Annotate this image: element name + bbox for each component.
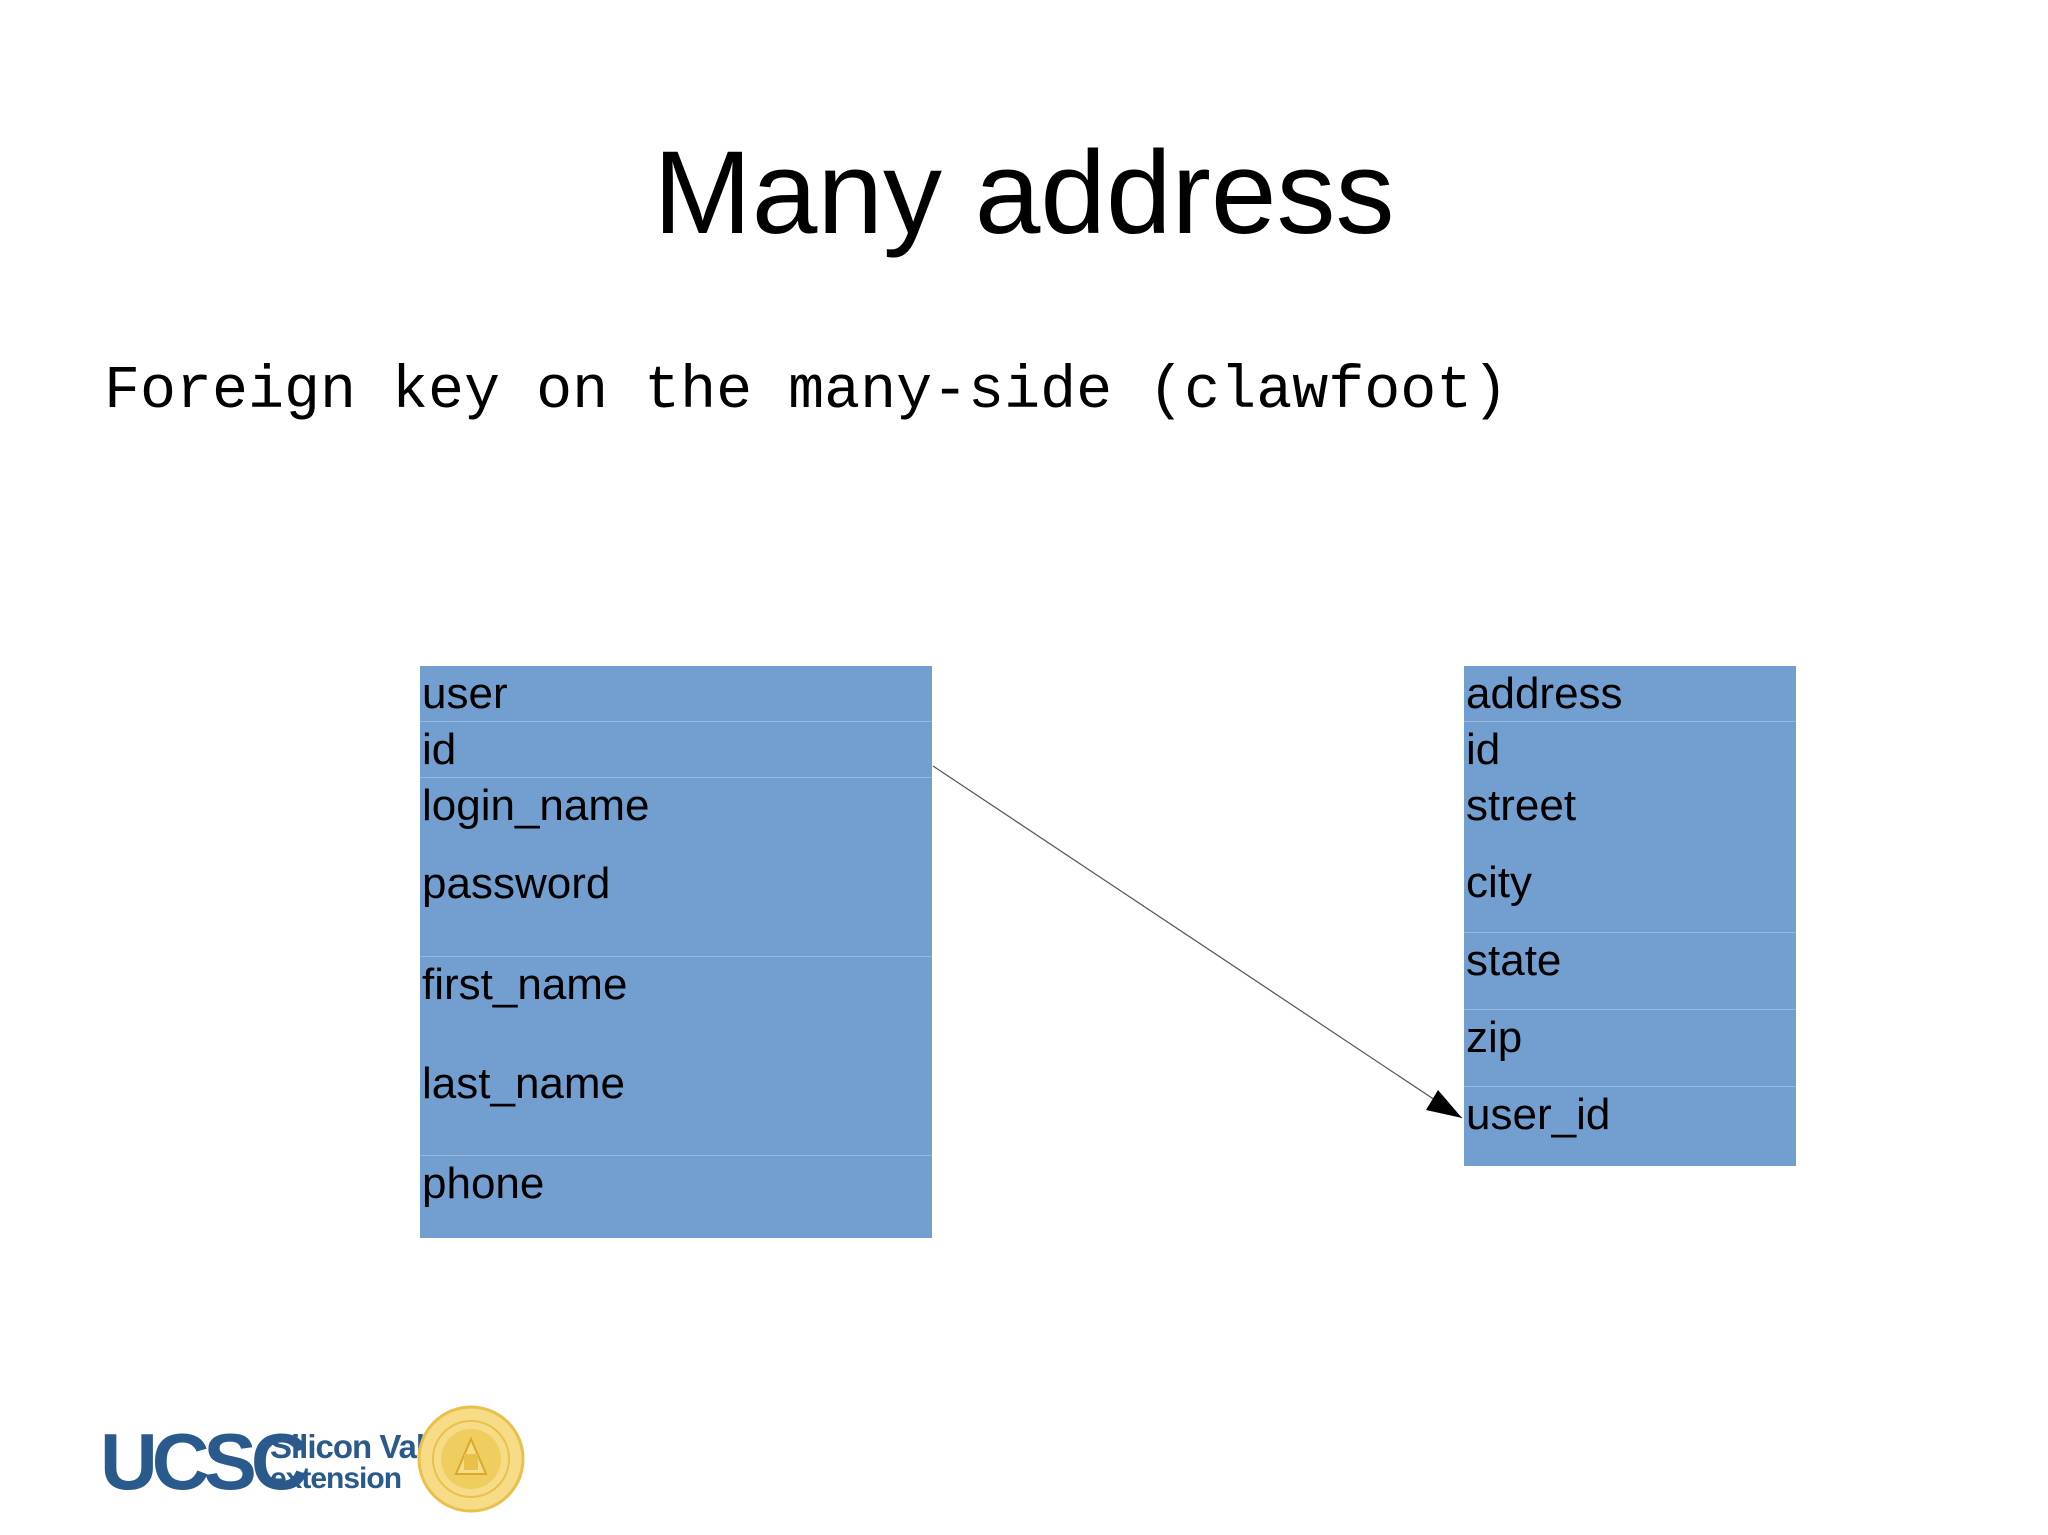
table-row: zip (1464, 1009, 1796, 1087)
column-label: phone (422, 1159, 545, 1208)
address-table: address id state zip user_id street city (1464, 666, 1796, 1166)
table-row: first_name (420, 956, 932, 1156)
table-name-label: address (1466, 669, 1623, 718)
arrowhead-icon (1426, 1090, 1462, 1118)
logo-line2: extension (270, 1462, 402, 1495)
column-label: id (422, 725, 457, 774)
column-label: last_name (422, 1059, 626, 1108)
column-label: street (1466, 781, 1577, 830)
column-label: zip (1466, 1013, 1523, 1062)
table-row: state (1464, 932, 1796, 1010)
slide-title: Many address (653, 127, 1395, 259)
table-header-row: user (420, 666, 932, 721)
foreign-key-arrow (932, 765, 1463, 1119)
table-row: id (420, 721, 932, 778)
table-row: phone (420, 1155, 932, 1239)
column-label: login_name (422, 781, 650, 830)
column-label: state (1466, 936, 1562, 985)
column-label: password (422, 859, 611, 908)
column-label: user_id (1466, 1090, 1611, 1139)
ucsc-extension-logo: UCSC Silicon Valley extension (100, 1404, 530, 1514)
table-name-label: user (422, 669, 508, 718)
table-row: login_name (420, 777, 932, 957)
user-table: user id login_name first_name phone pass… (420, 666, 932, 1238)
logo-ucsc-text: UCSC (100, 1417, 309, 1506)
column-label: first_name (422, 960, 628, 1009)
column-label: id (1466, 725, 1501, 774)
column-label: city (1466, 858, 1532, 907)
table-header-row: address (1464, 666, 1796, 721)
table-row: user_id (1464, 1086, 1796, 1167)
university-seal-icon (417, 1405, 525, 1513)
slide-subtitle: Foreign key on the many-side (clawfoot) (104, 358, 1509, 426)
table-row: id (1464, 721, 1796, 933)
